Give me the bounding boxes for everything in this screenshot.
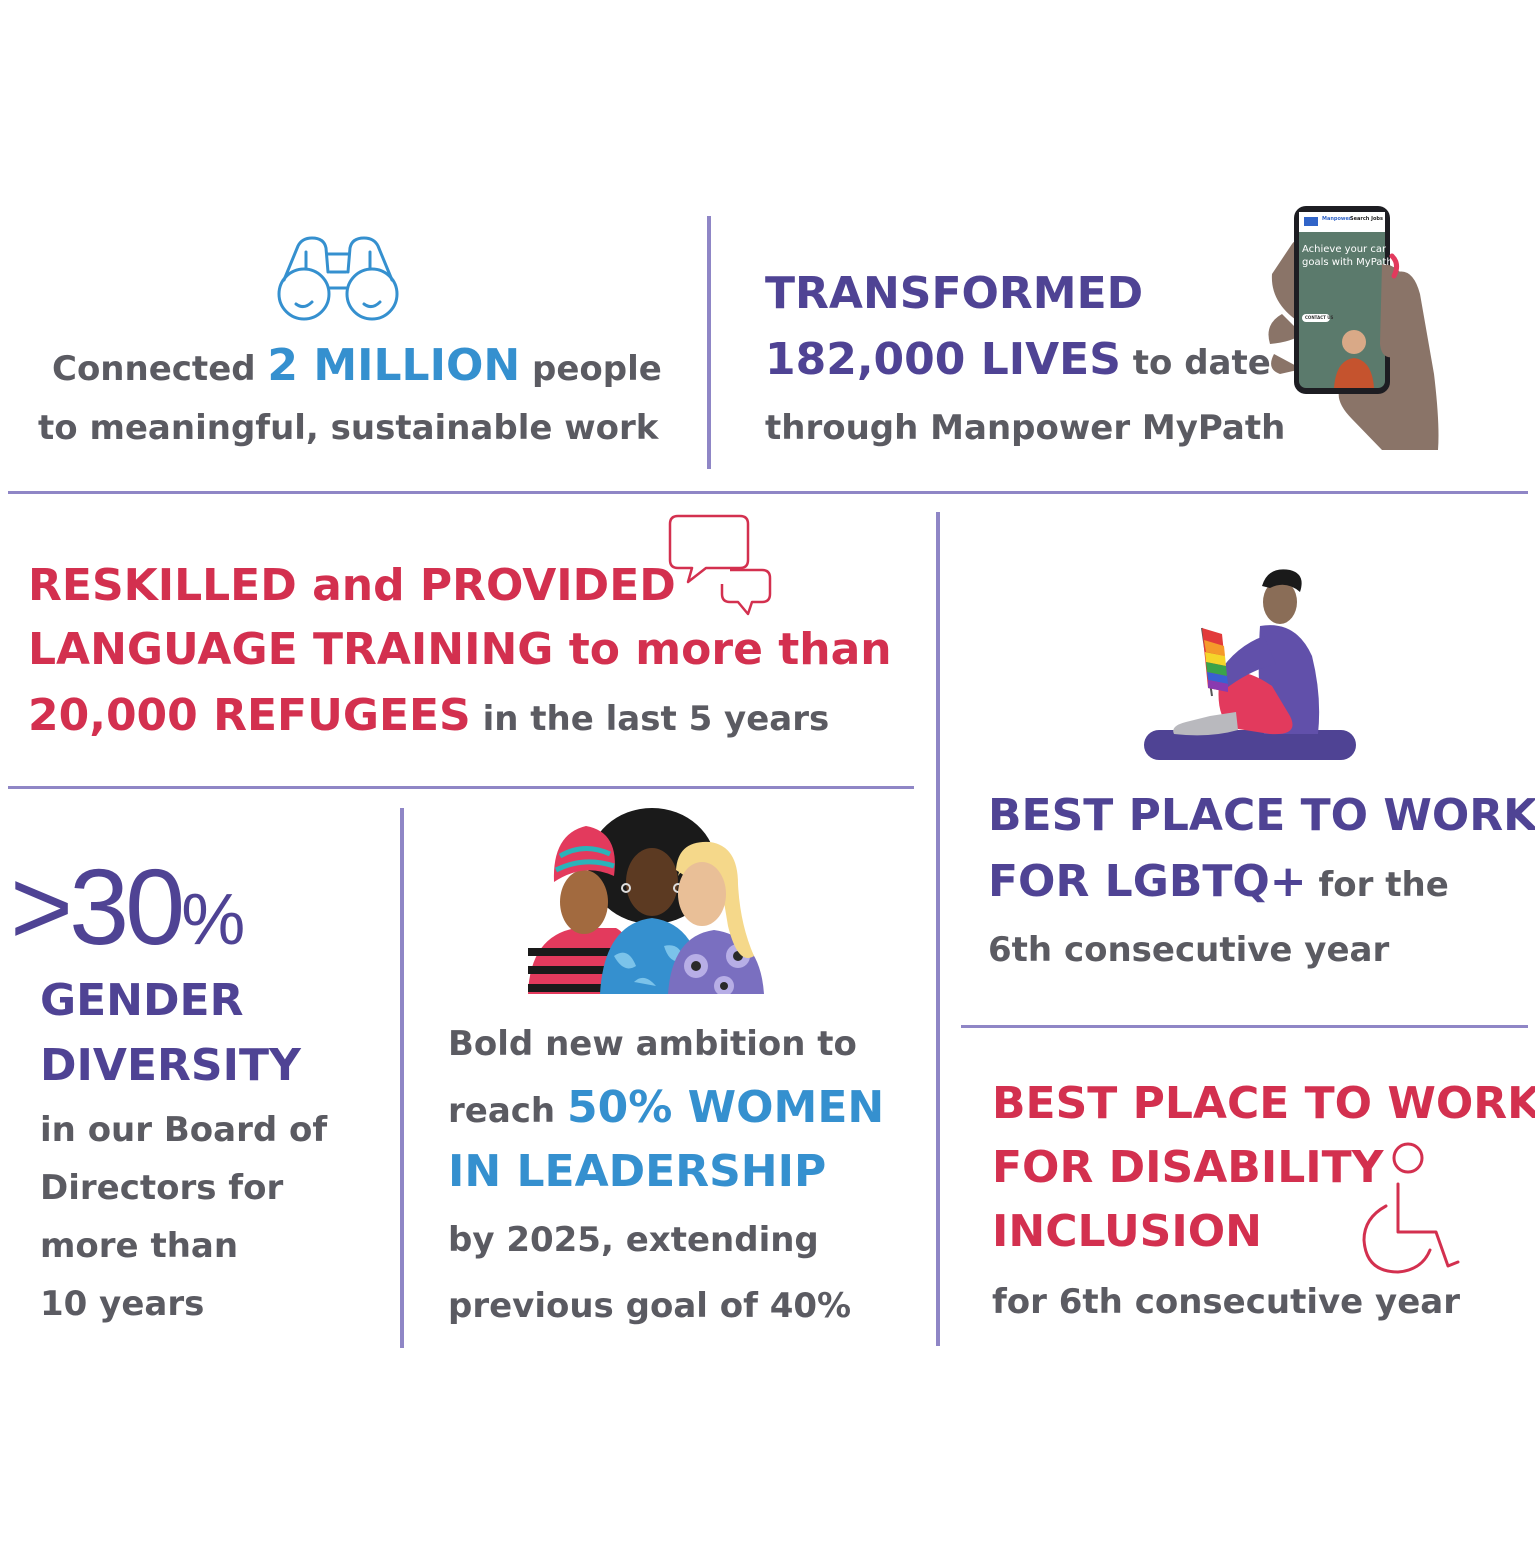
- women-line-4: by 2025, extending: [448, 1220, 819, 1260]
- lgbtq-line-2: FOR LGBTQ+ for the: [988, 856, 1449, 907]
- divider-horizontal-right: [961, 1025, 1528, 1028]
- women-line-2: reach 50% WOMEN: [448, 1082, 884, 1133]
- refugees-line-1: RESKILLED and PROVIDED: [28, 560, 676, 611]
- disability-line-3: INCLUSION: [992, 1206, 1262, 1257]
- mypath-line-1: TRANSFORMED: [765, 268, 1144, 319]
- women-highlight-2: IN LEADERSHIP: [448, 1146, 827, 1197]
- disability-line-2: FOR DISABILITY: [992, 1142, 1384, 1193]
- wheelchair-icon: [1358, 1140, 1466, 1280]
- phone-in-hand-icon: Manpower Search Jobs Achieve your career…: [1262, 204, 1440, 454]
- speech-bubbles-icon: [668, 514, 776, 618]
- gender-stat-suffix: %: [181, 880, 246, 960]
- women-highlight-1: 50% WOMEN: [566, 1082, 885, 1133]
- connected-post: people: [520, 349, 662, 389]
- lgbtq-highlight: FOR LGBTQ+: [988, 856, 1307, 907]
- divider-horizontal-middle-left: [8, 786, 914, 789]
- disability-line-4: for 6th consecutive year: [992, 1282, 1460, 1322]
- phone-search: Search Jobs: [1350, 216, 1383, 222]
- divider-vertical-top: [707, 216, 711, 469]
- connected-pre: Connected: [52, 349, 268, 389]
- phone-brand: Manpower: [1322, 216, 1352, 222]
- connected-line-2: to meaningful, sustainable work: [38, 408, 659, 448]
- gender-stat-prefix: >30: [10, 846, 185, 967]
- connected-line-1: Connected 2 MILLION people: [52, 340, 662, 391]
- lgbtq-line-3: 6th consecutive year: [988, 930, 1390, 970]
- mypath-post: to date: [1120, 343, 1271, 383]
- lgbtq-post: for the: [1306, 865, 1449, 905]
- person-with-pride-flag-icon: [1140, 566, 1360, 762]
- phone-headline-1: Achieve your career: [1302, 244, 1386, 255]
- gender-stat: >30%: [10, 844, 245, 969]
- refugees-line-2: LANGUAGE TRAINING to more than: [28, 624, 892, 675]
- binoculars-icon: [276, 232, 400, 324]
- mypath-highlight: 182,000 LIVES: [765, 334, 1121, 385]
- mypath-line-2: 182,000 LIVES to date: [765, 334, 1271, 385]
- gender-regular-3: more than: [40, 1226, 239, 1266]
- women-line-5: previous goal of 40%: [448, 1286, 852, 1326]
- refugees-post: in the last 5 years: [470, 699, 830, 739]
- three-women-illustration-icon: [524, 806, 768, 994]
- lgbtq-line-1: BEST PLACE TO WORK: [988, 790, 1535, 841]
- disability-line-1: BEST PLACE TO WORK: [992, 1078, 1535, 1129]
- gender-regular-1: in our Board of: [40, 1110, 328, 1150]
- women-line-1: Bold new ambition to: [448, 1024, 857, 1064]
- divider-vertical-right: [936, 512, 940, 1346]
- refugees-highlight: 20,000 REFUGEES: [28, 690, 471, 741]
- phone-cta: CONTACT US: [1305, 315, 1334, 320]
- gender-regular-2: Directors for: [40, 1168, 284, 1208]
- divider-vertical-bottom: [400, 808, 404, 1348]
- refugees-line-3: 20,000 REFUGEES in the last 5 years: [28, 690, 829, 741]
- gender-regular-4: 10 years: [40, 1284, 205, 1324]
- gender-bold-2: DIVERSITY: [40, 1040, 301, 1091]
- phone-headline-2: goals with MyPath: [1302, 257, 1393, 268]
- mypath-line-3: through Manpower MyPath: [765, 408, 1286, 448]
- divider-horizontal-top: [8, 491, 1528, 494]
- connected-highlight: 2 MILLION: [267, 340, 521, 391]
- women-pre: reach: [448, 1091, 567, 1131]
- gender-bold-1: GENDER: [40, 975, 244, 1026]
